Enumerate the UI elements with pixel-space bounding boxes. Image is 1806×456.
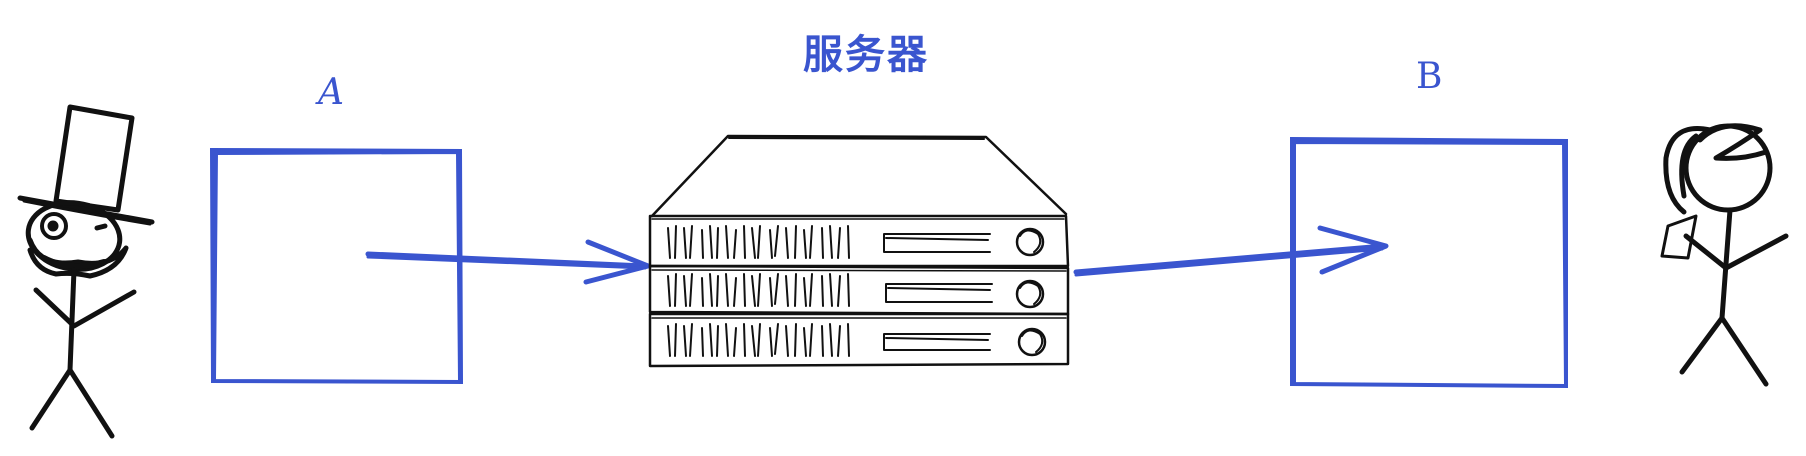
server-label: 服务器 bbox=[803, 32, 929, 78]
box-a bbox=[209, 147, 464, 385]
woman-with-phone-icon bbox=[1660, 123, 1789, 387]
box-a-label: A bbox=[318, 72, 344, 113]
arrow-a-to-server bbox=[365, 239, 651, 285]
box-b bbox=[1290, 136, 1568, 389]
box-b-label: B bbox=[1416, 56, 1443, 97]
man-with-top-hat-icon bbox=[17, 104, 155, 439]
arrow-server-to-b bbox=[1073, 225, 1389, 277]
server-rack-icon bbox=[648, 134, 1070, 368]
